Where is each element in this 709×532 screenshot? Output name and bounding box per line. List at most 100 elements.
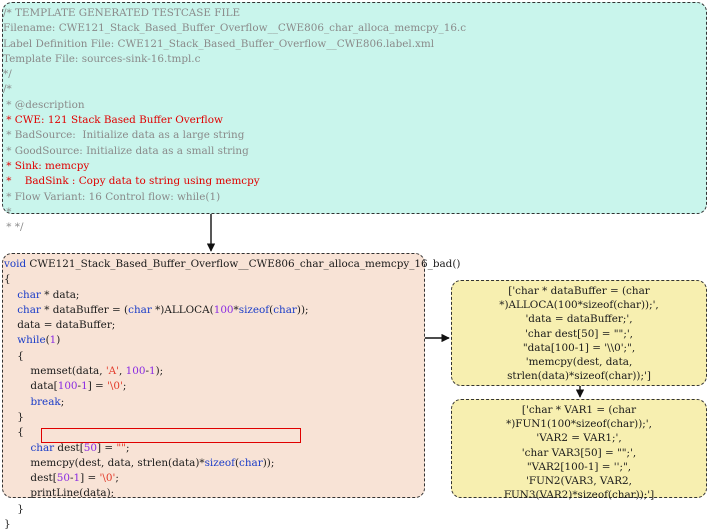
code-token: ); <box>155 365 164 378</box>
list-line: "data[100-1] = '\\0';", <box>522 341 636 354</box>
comment-line: * BadSink : Copy data to string using me… <box>3 175 260 188</box>
code-token: - <box>70 472 74 485</box>
code-token: ; <box>125 441 130 454</box>
code-token: ] = <box>80 472 100 485</box>
code-line: } <box>4 517 460 532</box>
code-line: memset(data, 'A', 100-1); <box>4 364 460 379</box>
sink-line-highlight <box>41 428 301 443</box>
code-token: ( <box>45 334 50 347</box>
code-token: while <box>17 334 46 347</box>
code-token: 'A' <box>105 365 120 378</box>
code-token: , <box>119 365 126 378</box>
list-line: 'data = dataBuffer;', <box>525 313 633 326</box>
list-line: 'char dest[50] = "";', <box>524 327 633 340</box>
comment-line: Label Definition File: CWE121_Stack_Base… <box>3 37 435 50</box>
code-token: break <box>30 395 61 408</box>
code-token: memcpy(dest, data, strlen(data)* <box>4 456 205 469</box>
code-token: } <box>4 410 24 423</box>
code-token: ; <box>122 380 127 393</box>
comment-line: * @description <box>3 98 85 111</box>
list-line: FUN3(VAR2)*sizeof(char));'] <box>503 489 655 502</box>
code-token: - <box>145 365 149 378</box>
code-line: dest[50-1] = '\0'; <box>4 471 460 486</box>
code-token: } <box>4 502 24 515</box>
normalized-list-text: ['char * VAR1 = (char *)FUN1(100*sizeof(c… <box>451 403 707 502</box>
comment-line: */ <box>3 68 12 81</box>
comment-line: /* <box>3 83 12 96</box>
code-line: while(1) <box>4 333 460 348</box>
code-line: char dest[50] = ""; <box>4 441 460 456</box>
code-token: char <box>273 303 297 316</box>
code-line: data[100-1] = '\0'; <box>4 379 460 394</box>
connector-arrows <box>206 214 585 398</box>
code-token: 50 <box>83 441 98 454</box>
code-line: printLine(data); <box>4 486 460 501</box>
code-token: )); <box>262 456 275 469</box>
code-token: 1 <box>49 334 57 347</box>
code-token: * dataBuffer = ( <box>40 303 129 316</box>
code-token: 100 <box>57 380 78 393</box>
code-token: 50 <box>56 472 71 485</box>
comment-line: Filename: CWE121_Stack_Based_Buffer_Over… <box>3 22 467 35</box>
code-token: data = dataBuffer; <box>4 319 116 332</box>
code-token: dest[ <box>4 472 57 485</box>
code-line: { <box>4 349 460 364</box>
comment-line: * Sink: memcpy <box>3 159 90 172</box>
code-token: { <box>4 273 11 286</box>
list-line: 'char VAR3[50] = "";', <box>521 446 637 459</box>
code-line: data = dataBuffer; <box>4 318 460 333</box>
code-line: char * data; <box>4 288 460 303</box>
code-token: data[ <box>4 380 58 393</box>
code-token: ) <box>56 334 61 347</box>
comment-line: Template File: sources-sink-16.tmpl.c <box>3 52 201 65</box>
code-line: char * dataBuffer = (char *)ALLOCA(100*s… <box>4 303 460 318</box>
normalized-list-box <box>451 399 707 498</box>
list-line: 'FUN2(VAR3, VAR2, <box>526 475 632 488</box>
list-line: ['char * VAR1 = (char <box>521 404 637 416</box>
code-token: char <box>30 441 55 454</box>
code-token: 100 <box>213 303 234 316</box>
code-token: { <box>4 426 24 439</box>
code-line: { <box>4 425 460 440</box>
code-token: char <box>17 288 41 301</box>
list-line: ['char * dataBuffer = (char <box>508 285 650 297</box>
code-token: } <box>4 518 11 531</box>
code-token: char <box>128 303 152 316</box>
code-token: '\0' <box>107 380 123 393</box>
comment-line: * */ <box>3 221 24 234</box>
comment-line: /* TEMPLATE GENERATED TESTCASE FILE <box>3 7 241 19</box>
list-line: 'memcpy(dest, data, <box>525 356 633 369</box>
list-line: strlen(data)*sizeof(char));'] <box>507 370 651 383</box>
code-token: 1 <box>73 472 81 485</box>
list-line: 'VAR2 = VAR1;', <box>536 432 622 445</box>
comment-line: * GoodSource: Initialize data as a small… <box>3 144 249 157</box>
code-token: void <box>4 258 30 270</box>
code-token: 1 <box>149 365 156 378</box>
code-token: dest[ <box>54 441 84 454</box>
code-token: '\0' <box>99 472 116 485</box>
code-token: - <box>77 380 82 393</box>
list-line: *)ALLOCA(100*sizeof(char));', <box>499 299 659 312</box>
code-token: ] = <box>87 380 108 393</box>
comment-line: * Flow Variant: 16 Control flow: while(1… <box>3 190 221 203</box>
code-token: "" <box>116 441 126 454</box>
comment-header-text: /* TEMPLATE GENERATED TESTCASE FILE Filen… <box>3 6 466 235</box>
code-line: } <box>4 502 460 517</box>
code-token: sizeof <box>238 303 270 316</box>
comment-line: * BadSource: Initialize data as a large … <box>3 129 245 142</box>
code-token: ( <box>269 303 274 316</box>
code-token: )); <box>296 303 309 316</box>
code-token: * data; <box>40 288 80 301</box>
code-token: CWE121_Stack_Based_Buffer_Overflow__CWE8… <box>29 258 461 270</box>
code-token: memset(data, <box>4 365 106 378</box>
comment-line: * <box>3 205 12 218</box>
code-line: { <box>4 272 460 287</box>
statement-list-box <box>451 280 707 386</box>
code-token: sizeof <box>204 456 235 469</box>
list-line: "VAR2[100-1] = '';", <box>526 460 632 473</box>
code-token: { <box>4 349 24 362</box>
code-token: 100 <box>125 365 146 378</box>
list-line: *)FUN1(100*sizeof(char));', <box>506 418 652 431</box>
code-token: char <box>239 456 263 469</box>
code-token: * <box>233 303 239 316</box>
